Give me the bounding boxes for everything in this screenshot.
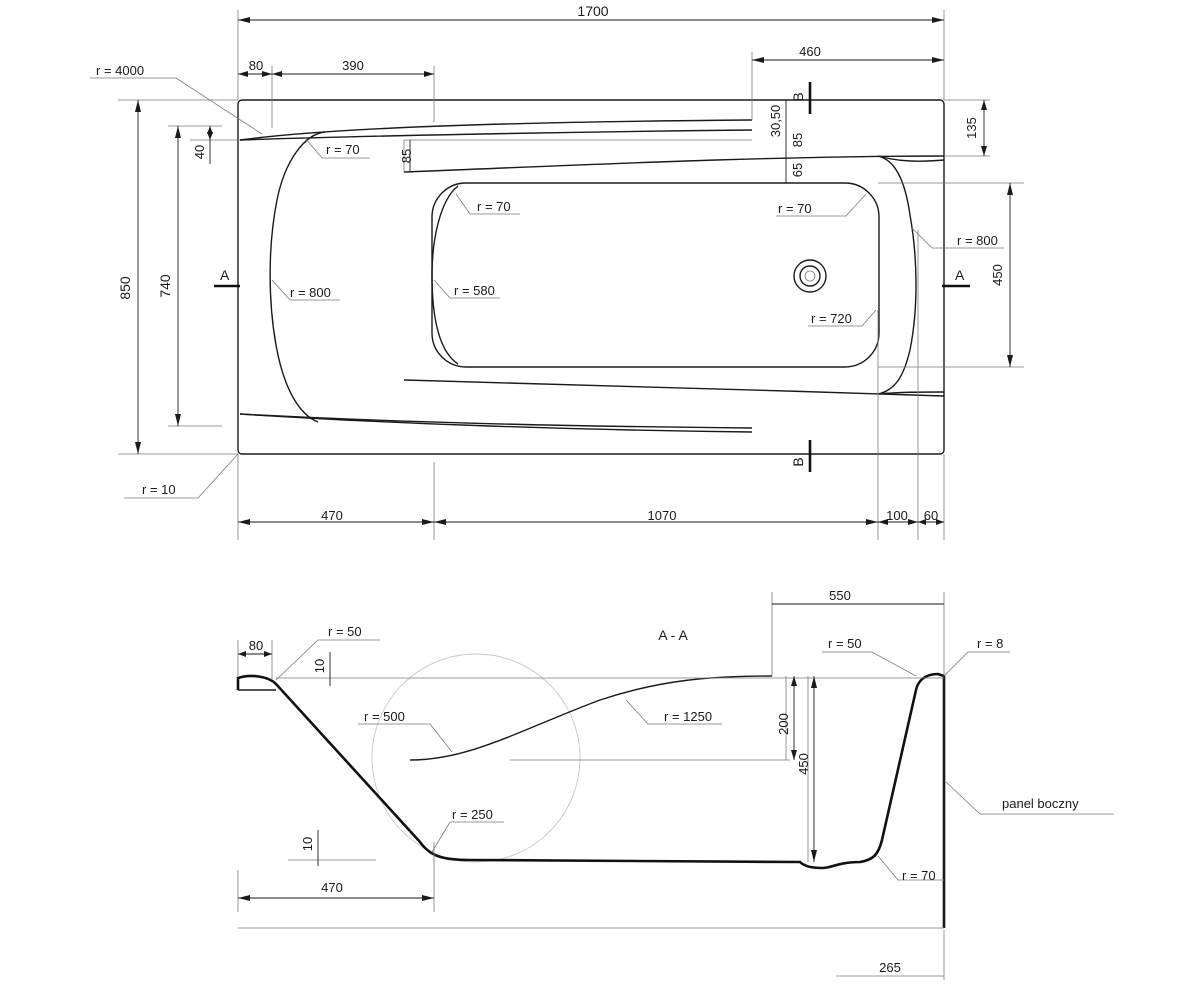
label-side-panel: panel boczny [1002,796,1079,811]
callout-r70-inner-left: r = 70 [477,199,511,214]
callout-r4000: r = 4000 [96,63,144,78]
section-marker-a-left: A [214,267,240,288]
section-a-right-label: A [955,267,965,283]
bowl-left-wall [269,131,326,423]
rim-lip-bottom-2 [239,413,753,433]
callout-r70-inner-right: r = 70 [778,201,812,216]
dim-135: 135 [964,117,979,139]
section-slope-curve [409,675,773,761]
dim-section-80: 80 [249,638,263,653]
dim-height-740: 740 [157,274,173,298]
dim-bottom-1070: 1070 [648,508,677,523]
dim-450-plan: 450 [990,264,1005,286]
dim-bottom-470: 470 [321,508,343,523]
callout-section-r1250: r = 1250 [664,709,712,724]
callout-r800-right: r = 800 [957,233,998,248]
section-marker-a-right: A [942,267,970,288]
callout-section-r50-right: r = 50 [828,636,862,651]
rim-lip-top-right [403,155,945,173]
dim-bottom-60: 60 [924,508,938,523]
rim-lip-bottom-left [403,379,945,397]
rim-lip-top-left-2 [239,129,753,141]
dim-550: 550 [829,588,851,603]
callout-r70-rim: r = 70 [326,142,360,157]
callout-r10: r = 10 [142,482,176,497]
dim-top-390: 390 [342,58,364,73]
callout-section-r50-left: r = 50 [328,624,362,639]
dim-top-460: 460 [799,44,821,59]
dim-10-top: 10 [312,659,327,673]
callout-r580: r = 580 [454,283,495,298]
tub-outline [237,99,945,455]
dim-section-470: 470 [321,880,343,895]
callout-section-r8: r = 8 [977,636,1003,651]
section-marker-b-top: B [790,82,812,114]
dim-265: 265 [879,960,901,975]
callout-r720: r = 720 [811,311,852,326]
bowl-right-wall [877,155,917,395]
plan-view: A A B B [90,3,1024,540]
dim-200: 200 [776,713,791,735]
section-b-bottom-label: B [790,457,806,466]
callout-r800-left: r = 800 [290,285,331,300]
section-marker-b-bottom: B [790,440,812,472]
dim-10-bottom: 10 [300,837,315,851]
dim-height-850: 850 [117,276,133,300]
rim-lip-top-left [239,119,753,141]
dim-overall-length: 1700 [577,3,608,19]
section-a-left-label: A [220,267,230,283]
section-b-top-label: B [790,92,806,101]
dim-85-right: 85 [790,133,805,147]
callout-section-r70: r = 70 [902,868,936,883]
dim-bottom-100: 100 [886,508,908,523]
dim-85-left: 85 [399,149,414,163]
dim-40: 40 [192,145,207,159]
callout-section-r500: r = 500 [364,709,405,724]
section-title: A - A [658,627,688,643]
dim-section-450: 450 [796,753,811,775]
section-view: A - A 550 80 10 [236,588,1114,980]
callout-section-r250: r = 250 [452,807,493,822]
dim-65: 65 [790,163,805,177]
dim-30-50: 30,50 [768,105,783,138]
section-profile [236,672,946,928]
rim-lip-top-right-wedge [877,155,945,162]
dim-top-80: 80 [249,58,263,73]
rim-lip-bottom-right-wedge [877,391,945,395]
floor-left-curve [431,185,459,365]
drain-icon [793,259,827,293]
